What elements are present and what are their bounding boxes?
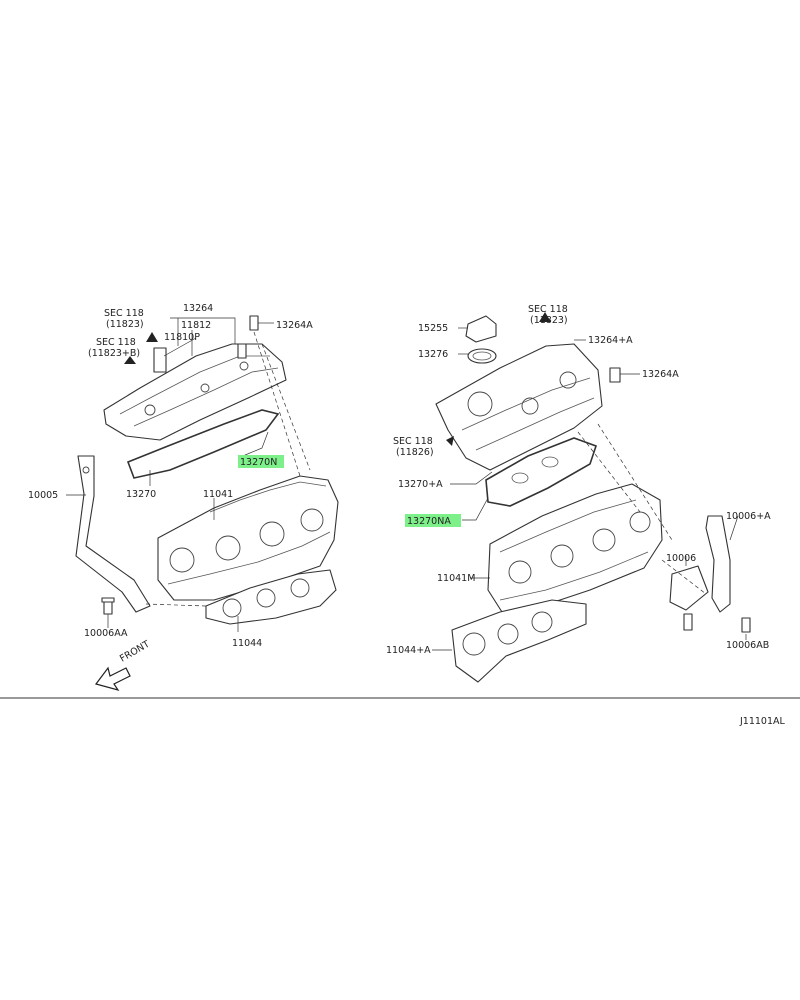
label-13264: 13264 <box>183 303 213 314</box>
left-labels: SEC 118 (11823) SEC 118 (11823+B) 13264 … <box>28 303 313 649</box>
label-13264a-plus: 13264+A <box>588 335 633 346</box>
front-arrow-icon <box>94 666 131 692</box>
label-11812: 11812 <box>181 320 211 331</box>
left-sec118-left-label: SEC 118 <box>96 337 136 348</box>
label-13276: 13276 <box>418 349 448 360</box>
right-sec118-top-label: SEC 118 <box>528 304 568 315</box>
left-sec-arrow-left <box>124 356 136 364</box>
label-13264a-right: 13264A <box>642 369 679 380</box>
right-filler-seal <box>467 348 497 364</box>
diagram-code: J11101AL <box>739 716 786 727</box>
right-engine-slinger <box>705 515 731 613</box>
right-head-gasket <box>451 599 587 683</box>
right-sec-arrow-left <box>446 436 454 446</box>
left-bolt-13264a <box>249 315 259 331</box>
right-rocker-cover <box>435 343 603 471</box>
right-bank-group <box>405 312 751 683</box>
right-bolt-13264a <box>609 367 621 383</box>
label-13264a: 13264A <box>276 320 313 331</box>
left-sec-arrow-top <box>146 332 158 342</box>
label-10005: 10005 <box>28 490 58 501</box>
right-labels: SEC 118 (11823) SEC 118 (11826) 15255 13… <box>386 304 771 656</box>
right-bolt-10006ab <box>741 617 751 633</box>
left-bank-group <box>66 315 339 632</box>
label-10006ab: 10006AB <box>726 640 769 651</box>
label-11044a-plus: 11044+A <box>386 645 431 656</box>
label-11041m: 11041M <box>437 573 475 584</box>
left-engine-slinger <box>75 455 151 613</box>
right-sec118-top-ref: (11823) <box>530 315 568 326</box>
highlight-13270na <box>405 514 461 527</box>
label-13270: 13270 <box>126 489 156 500</box>
left-sec118-top-ref: (11823) <box>106 319 144 330</box>
right-cover-gasket <box>485 437 598 507</box>
left-cylinder-head <box>157 475 339 601</box>
label-11041: 11041 <box>203 489 233 500</box>
label-10006: 10006 <box>666 553 696 564</box>
label-13270na: 13270NA <box>407 516 451 527</box>
left-cam-sensor <box>153 347 167 373</box>
left-cover-gasket <box>126 409 280 479</box>
right-sec118-left-label: SEC 118 <box>393 436 433 447</box>
front-indicator: FRONT <box>94 639 152 692</box>
right-oil-filler-cap <box>465 315 497 343</box>
front-label: FRONT <box>118 639 152 665</box>
label-13270n: 13270N <box>240 457 277 468</box>
label-11044: 11044 <box>232 638 262 649</box>
left-sec118-top-label: SEC 118 <box>104 308 144 319</box>
right-cylinder-head <box>487 483 663 613</box>
label-10006aa: 10006AA <box>84 628 128 639</box>
label-15255: 15255 <box>418 323 448 334</box>
label-13270a-plus: 13270+A <box>398 479 443 490</box>
label-11810p: 11810P <box>164 332 200 343</box>
right-sec-arrow-top <box>539 312 551 322</box>
right-bracket-10006 <box>669 565 709 611</box>
left-sec118-left-ref: (11823+B) <box>88 348 140 359</box>
right-sec118-left-ref: (11826) <box>396 447 434 458</box>
label-10006a-plus: 10006+A <box>726 511 771 522</box>
highlight-13270n <box>238 455 284 468</box>
